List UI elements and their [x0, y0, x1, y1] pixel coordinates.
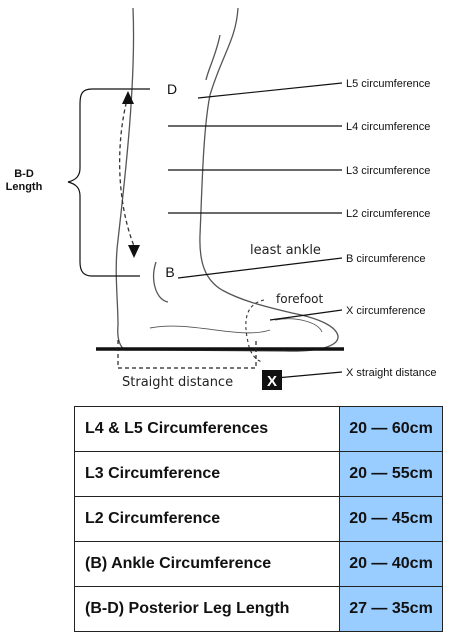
measurement-range-table: L4 & L5 Circumferences 20 — 60cm L3 Circ…: [74, 406, 443, 632]
forefoot-label: forefoot: [276, 292, 324, 306]
table-row: (B-D) Posterior Leg Length 27 — 35cm: [74, 586, 443, 632]
measurement-range-cell: 20 — 60cm: [339, 406, 443, 452]
measurement-name-cell: L3 Circumference: [74, 451, 340, 497]
b-circumference-label: B circumference: [346, 253, 425, 265]
point-b-label: B: [165, 264, 174, 280]
straight-distance-box: [117, 340, 257, 369]
l2-circumference-label: L2 circumference: [346, 208, 430, 220]
l3-circumference-label: L3 circumference: [346, 165, 430, 177]
measurement-range-cell: 20 — 40cm: [339, 541, 443, 587]
bd-length-label-bottom: Length: [6, 181, 43, 193]
table-row: (B) Ankle Circumference 20 — 40cm: [74, 541, 443, 587]
measurement-name-cell: (B-D) Posterior Leg Length: [74, 586, 340, 632]
forefoot-bracket: [245, 299, 265, 363]
measurement-name-cell: L4 & L5 Circumferences: [74, 406, 340, 452]
x-mark-label: X: [267, 373, 277, 390]
x-mark-box: [262, 370, 282, 390]
table-row: L3 Circumference 20 — 55cm: [74, 451, 443, 497]
leg-measurement-diagram: B-D Length D B L5 circumference L4 circu…: [6, 7, 437, 390]
least-ankle-label: least ankle: [250, 243, 321, 258]
x-circumference-label: X circumference: [346, 305, 425, 317]
point-d-label: D: [167, 81, 177, 97]
measurement-range-cell: 20 — 55cm: [339, 451, 443, 497]
l4-circumference-label: L4 circumference: [346, 121, 430, 133]
measurement-range-cell: 27 — 35cm: [339, 586, 443, 632]
table-row: L2 Circumference 20 — 45cm: [74, 496, 443, 542]
measurement-range-cell: 20 — 45cm: [339, 496, 443, 542]
measurement-name-cell: L2 Circumference: [74, 496, 340, 542]
x-straight-distance-label: X straight distance: [346, 367, 437, 379]
straight-distance-label: Straight distance: [122, 375, 233, 390]
posterior-length-path: [118, 95, 135, 247]
l5-circumference-label: L5 circumference: [346, 78, 430, 90]
bd-length-brace: [67, 88, 150, 277]
arrow-down-icon: [128, 245, 140, 258]
measurement-name-cell: (B) Ankle Circumference: [74, 541, 340, 587]
bd-length-label-top: B-D: [14, 168, 34, 180]
leader-lines: [168, 82, 343, 379]
arrow-up-icon: [122, 91, 134, 104]
table-row: L4 & L5 Circumferences 20 — 60cm: [74, 406, 443, 452]
